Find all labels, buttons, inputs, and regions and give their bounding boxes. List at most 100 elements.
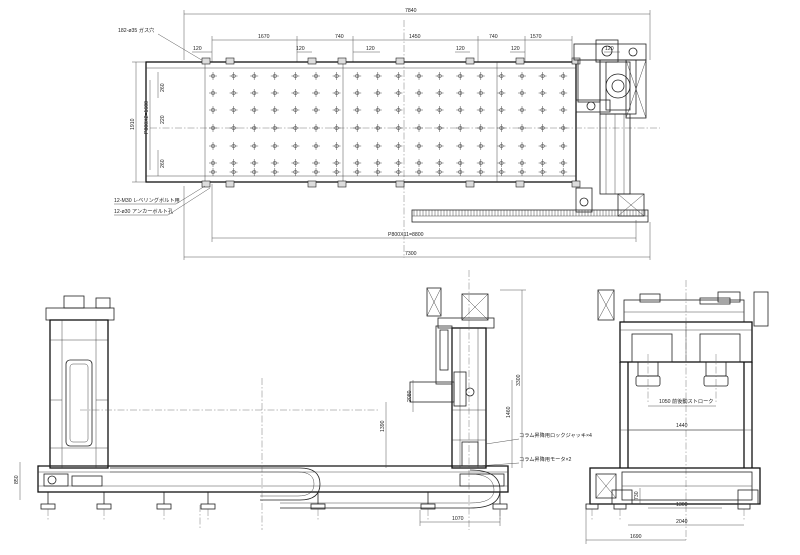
- bolt-hole: [373, 72, 382, 80]
- bolt-hole: [394, 89, 403, 97]
- anchor-pad: [225, 57, 235, 65]
- bolt-hole: [229, 89, 238, 97]
- bolt-hole: [332, 168, 341, 176]
- bolt-hole: [229, 159, 238, 167]
- dim-1690-label: 1690: [630, 534, 642, 540]
- dim-2080-label: 2080: [407, 390, 413, 402]
- leveling-foot: [40, 503, 56, 510]
- dim-left: 1910 P800X2=1600 260 220 260: [130, 61, 166, 183]
- dim-pitch-inner-label: P800X2=1600: [144, 101, 150, 134]
- anchor-pad: [395, 180, 405, 188]
- bolt-hole: [456, 89, 465, 97]
- bolt-hole: [435, 142, 444, 150]
- anchor-pad: [395, 57, 405, 65]
- bolt-hole: [353, 72, 362, 80]
- bolt-hole: [476, 168, 485, 176]
- bolt-hole: [456, 159, 465, 167]
- bolt-hole: [497, 168, 506, 176]
- bolt-hole: [518, 72, 526, 80]
- bolt-hole: [435, 89, 444, 97]
- bolt-hole: [415, 142, 423, 150]
- bolt-hole: [394, 159, 403, 167]
- dim-120f-label: 120: [605, 46, 614, 52]
- plan-view: 7840 1670 740 1450 740 1570 120 120 120 …: [114, 8, 660, 260]
- bolt-hole: [394, 124, 403, 132]
- bolt-hole: [270, 159, 279, 167]
- dim-7300-label: 7300: [405, 251, 417, 257]
- bolt-hole: [394, 142, 403, 150]
- side-view: 1050 前後動ストローク 1440 1300 2040 1690 730: [585, 280, 769, 544]
- bolt-hole: [270, 89, 279, 97]
- right-column: [409, 270, 495, 530]
- bolt-hole: [373, 106, 382, 114]
- bolt-hole: [415, 72, 423, 80]
- bolt-hole: [209, 106, 217, 114]
- bolt-hole: [394, 106, 403, 114]
- dim-260a-label: 260: [160, 83, 166, 92]
- bolt-hole: [518, 106, 526, 114]
- bolt-hole: [435, 124, 444, 132]
- column-unit-plan: [573, 39, 647, 217]
- bolt-hole: [312, 89, 320, 97]
- bolt-hole: [250, 159, 259, 167]
- note-gas-holes: 182-ø35 ガス穴: [118, 26, 154, 34]
- anchor-pad: [337, 180, 347, 188]
- leveling-foot: [613, 503, 627, 510]
- bolt-hole: [332, 159, 341, 167]
- leveling-foot: [492, 503, 508, 510]
- bolt-hole: [270, 142, 279, 150]
- bolt-hole: [209, 168, 217, 176]
- dim-7840-label: 7840: [405, 8, 417, 14]
- anchor-pad: [465, 180, 475, 188]
- bolt-hole: [415, 159, 423, 167]
- bolt-hole: [518, 124, 526, 132]
- bolt-hole: [353, 106, 362, 114]
- dim-2040-label: 2040: [676, 519, 688, 525]
- bolt-hole: [456, 106, 465, 114]
- anchor-pad: [515, 57, 525, 65]
- dim-850-label: 850: [14, 475, 20, 484]
- bolt-hole: [497, 142, 506, 150]
- bolt-hole: [518, 168, 526, 176]
- bolt-hole: [538, 106, 547, 114]
- bolt-hole: [373, 159, 382, 167]
- bolt-hole: [559, 89, 568, 97]
- bolt-hole: [270, 124, 279, 132]
- bolt-hole: [291, 159, 300, 167]
- bolt-hole: [559, 106, 568, 114]
- anchor-pad: [307, 180, 317, 188]
- bolt-hole: [518, 159, 526, 167]
- bed-plate: [145, 61, 577, 183]
- dim-1670-label: 1670: [258, 34, 270, 40]
- dim-120c-label: 120: [366, 46, 375, 52]
- bolt-hole: [229, 142, 238, 150]
- bolt-hole: [497, 89, 506, 97]
- bolt-hole: [312, 159, 320, 167]
- leveling-feet-side: [585, 503, 751, 520]
- dim-1070-label: 1070: [452, 516, 464, 522]
- bolt-hole: [456, 124, 465, 132]
- bolt-hole: [332, 72, 341, 80]
- anchor-pad: [465, 57, 475, 65]
- bolt-hole: [373, 89, 382, 97]
- note-lift-motor: コラム昇降用モータ×2: [519, 455, 572, 463]
- bolt-hole: [250, 124, 259, 132]
- dim-stroke-label: 1050 前後動ストローク: [659, 397, 713, 405]
- bolt-hole: [209, 72, 217, 80]
- bolt-hole: [559, 159, 568, 167]
- dim-1440-label: 1440: [676, 423, 688, 429]
- bolt-hole: [476, 124, 485, 132]
- dim-3300-label: 3300: [516, 374, 522, 386]
- bolt-hole: [353, 142, 362, 150]
- bolt-hole: [209, 142, 217, 150]
- bolt-hole: [538, 89, 547, 97]
- bolt-hole: [559, 142, 568, 150]
- bolt-hole: [518, 89, 526, 97]
- dim-120e-label: 120: [511, 46, 520, 52]
- bolt-hole: [415, 124, 423, 132]
- bolt-hole: [538, 72, 547, 80]
- note-lock-jack: コラム昇降用ロックジャッキ×4: [519, 431, 592, 439]
- bolt-hole: [312, 124, 320, 132]
- bolt-hole: [270, 72, 279, 80]
- bolt-hole: [456, 72, 465, 80]
